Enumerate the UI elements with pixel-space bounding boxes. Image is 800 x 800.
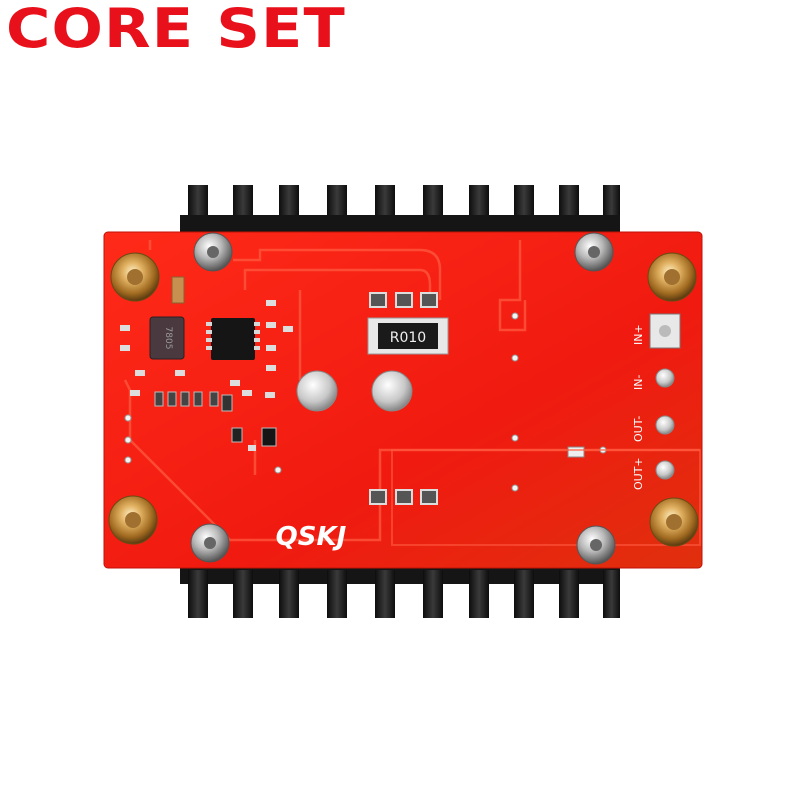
heatsink-top xyxy=(180,185,620,237)
terminal-labels: IN+ IN- OUT- OUT+ xyxy=(632,324,645,490)
smd-components xyxy=(120,276,585,458)
heatsink-bottom xyxy=(180,560,620,618)
resistor-marking: R010 xyxy=(390,330,426,346)
ic-marking: 7805 xyxy=(163,327,173,350)
brass-standoffs xyxy=(108,252,699,547)
heatsink-screws xyxy=(190,232,616,565)
inductor-component: 7805 xyxy=(149,316,185,360)
large-vias xyxy=(296,370,413,412)
terminal-pads xyxy=(649,313,681,480)
pcb-board: 7805 xyxy=(103,231,703,569)
terminal-label-in-plus: IN+ xyxy=(632,324,645,345)
small-vias xyxy=(124,312,607,492)
board-logo: QSKJ xyxy=(276,522,347,552)
terminal-label-in-minus: IN- xyxy=(632,375,645,390)
terminal-label-out-plus: OUT+ xyxy=(632,457,645,490)
power-pads xyxy=(369,292,438,505)
brand-title: CORE SET xyxy=(6,0,346,60)
controller-ic xyxy=(206,318,260,360)
shunt-resistor: R010 xyxy=(367,317,449,355)
terminal-label-out-minus: OUT- xyxy=(632,416,645,442)
